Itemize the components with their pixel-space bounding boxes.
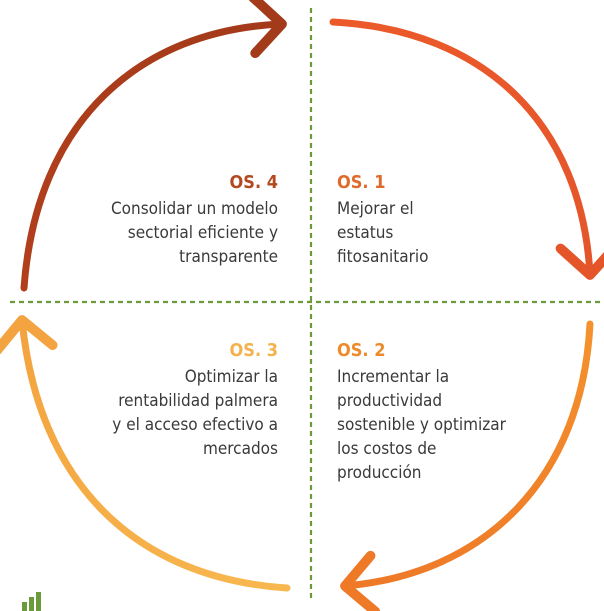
objective-code: OS. 3 [229, 340, 278, 361]
arc-bottom-right-arrow [340, 320, 594, 611]
objective-os3: OS. 3 Optimizar la rentabilidad palmera … [60, 339, 278, 461]
objective-code: OS. 1 [337, 172, 386, 193]
objective-code: OS. 2 [337, 340, 386, 361]
arc-top-left-arrow [20, 0, 287, 292]
objective-os1: OS. 1 Mejorar el estatus fitosanitario [337, 171, 487, 269]
objective-description: Incrementar la productividad sostenible … [337, 367, 506, 483]
objective-description: Mejorar el estatus fitosanitario [337, 199, 429, 267]
arc-bottom-left-arrow [0, 315, 291, 592]
objective-description: Optimizar la rentabilidad palmera y el a… [112, 367, 278, 459]
objective-os2: OS. 2 Incrementar la productividad soste… [337, 339, 547, 485]
objective-code: OS. 4 [229, 172, 278, 193]
objective-description: Consolidar un modelo sectorial eficiente… [110, 199, 278, 267]
objective-os4: OS. 4 Consolidar un modelo sectorial efi… [60, 171, 278, 269]
palm-logo-icon [22, 592, 41, 611]
arc-top-right-arrow [329, 18, 604, 280]
